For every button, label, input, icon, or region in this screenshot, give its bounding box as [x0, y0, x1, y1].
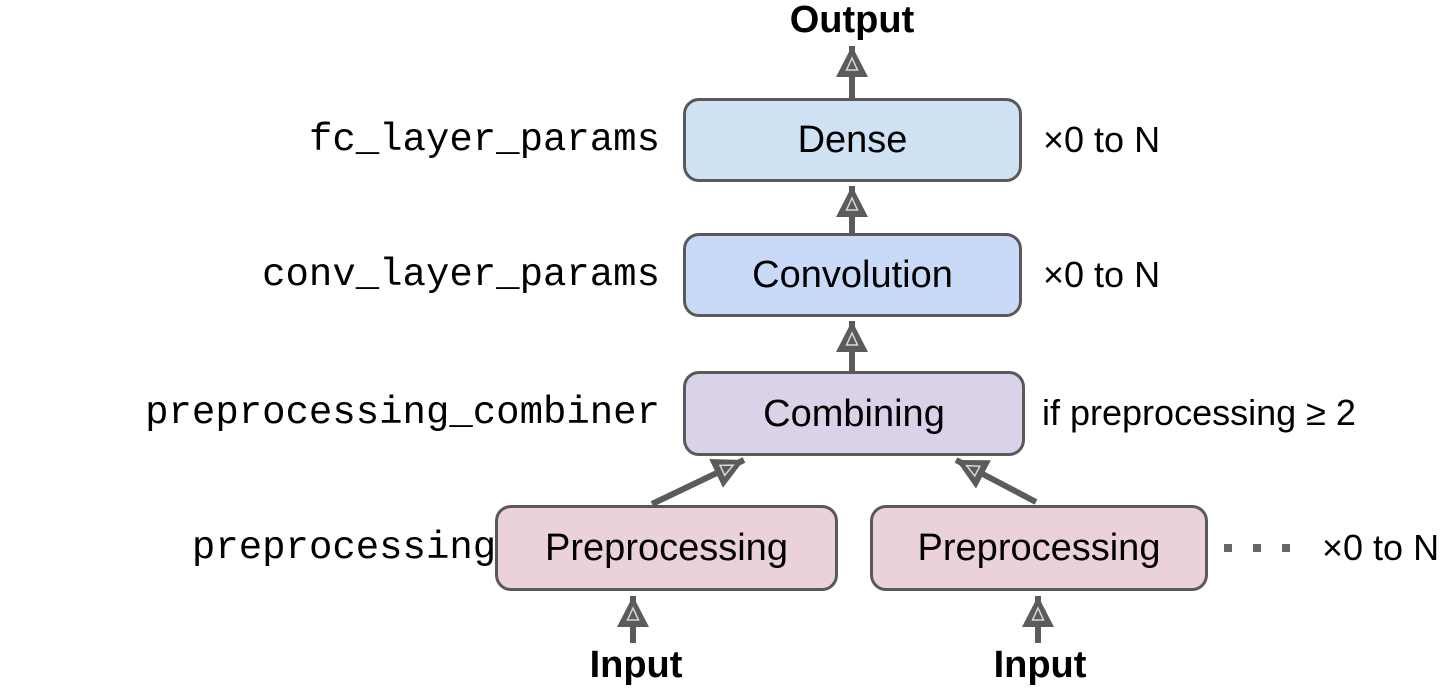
arrow-preprocessing-right-to-combining [954, 457, 1038, 505]
preprocessing-box-right-label: Preprocessing [917, 527, 1161, 569]
preprocessing-combiner-label: preprocessing_combiner [145, 391, 660, 435]
combining-box-label: Combining [763, 392, 945, 435]
combining-box: Combining [683, 371, 1025, 456]
ellipsis-dot [1224, 544, 1232, 552]
input-left-label: Input [589, 644, 683, 686]
preprocessing-box-left: Preprocessing [495, 505, 838, 591]
ellipsis-dots [1224, 544, 1290, 552]
convolution-box: Convolution [683, 233, 1022, 317]
preprocessing-repeat-annotation: ×0 to N [1322, 527, 1440, 568]
convolution-box-label: Convolution [752, 254, 953, 296]
fc-layer-params-label: fc_layer_params [308, 118, 660, 162]
dense-repeat-annotation: ×0 to N [1043, 119, 1161, 160]
input-right-label: Input [993, 644, 1087, 686]
combining-condition-annotation: if preprocessing ≥ 2 [1042, 392, 1356, 433]
dense-box: Dense [683, 98, 1022, 182]
dense-box-label: Dense [797, 119, 908, 161]
preprocessing-box-right: Preprocessing [870, 505, 1208, 591]
ellipsis-dot [1253, 544, 1261, 552]
conv-layer-params-label: conv_layer_params [262, 253, 660, 297]
output-label: Output [789, 0, 915, 41]
arrow-preprocessing-left-to-combining [650, 457, 746, 507]
ellipsis-dot [1282, 544, 1290, 552]
preprocessing-box-left-label: Preprocessing [545, 527, 788, 569]
convolution-repeat-annotation: ×0 to N [1043, 254, 1161, 295]
